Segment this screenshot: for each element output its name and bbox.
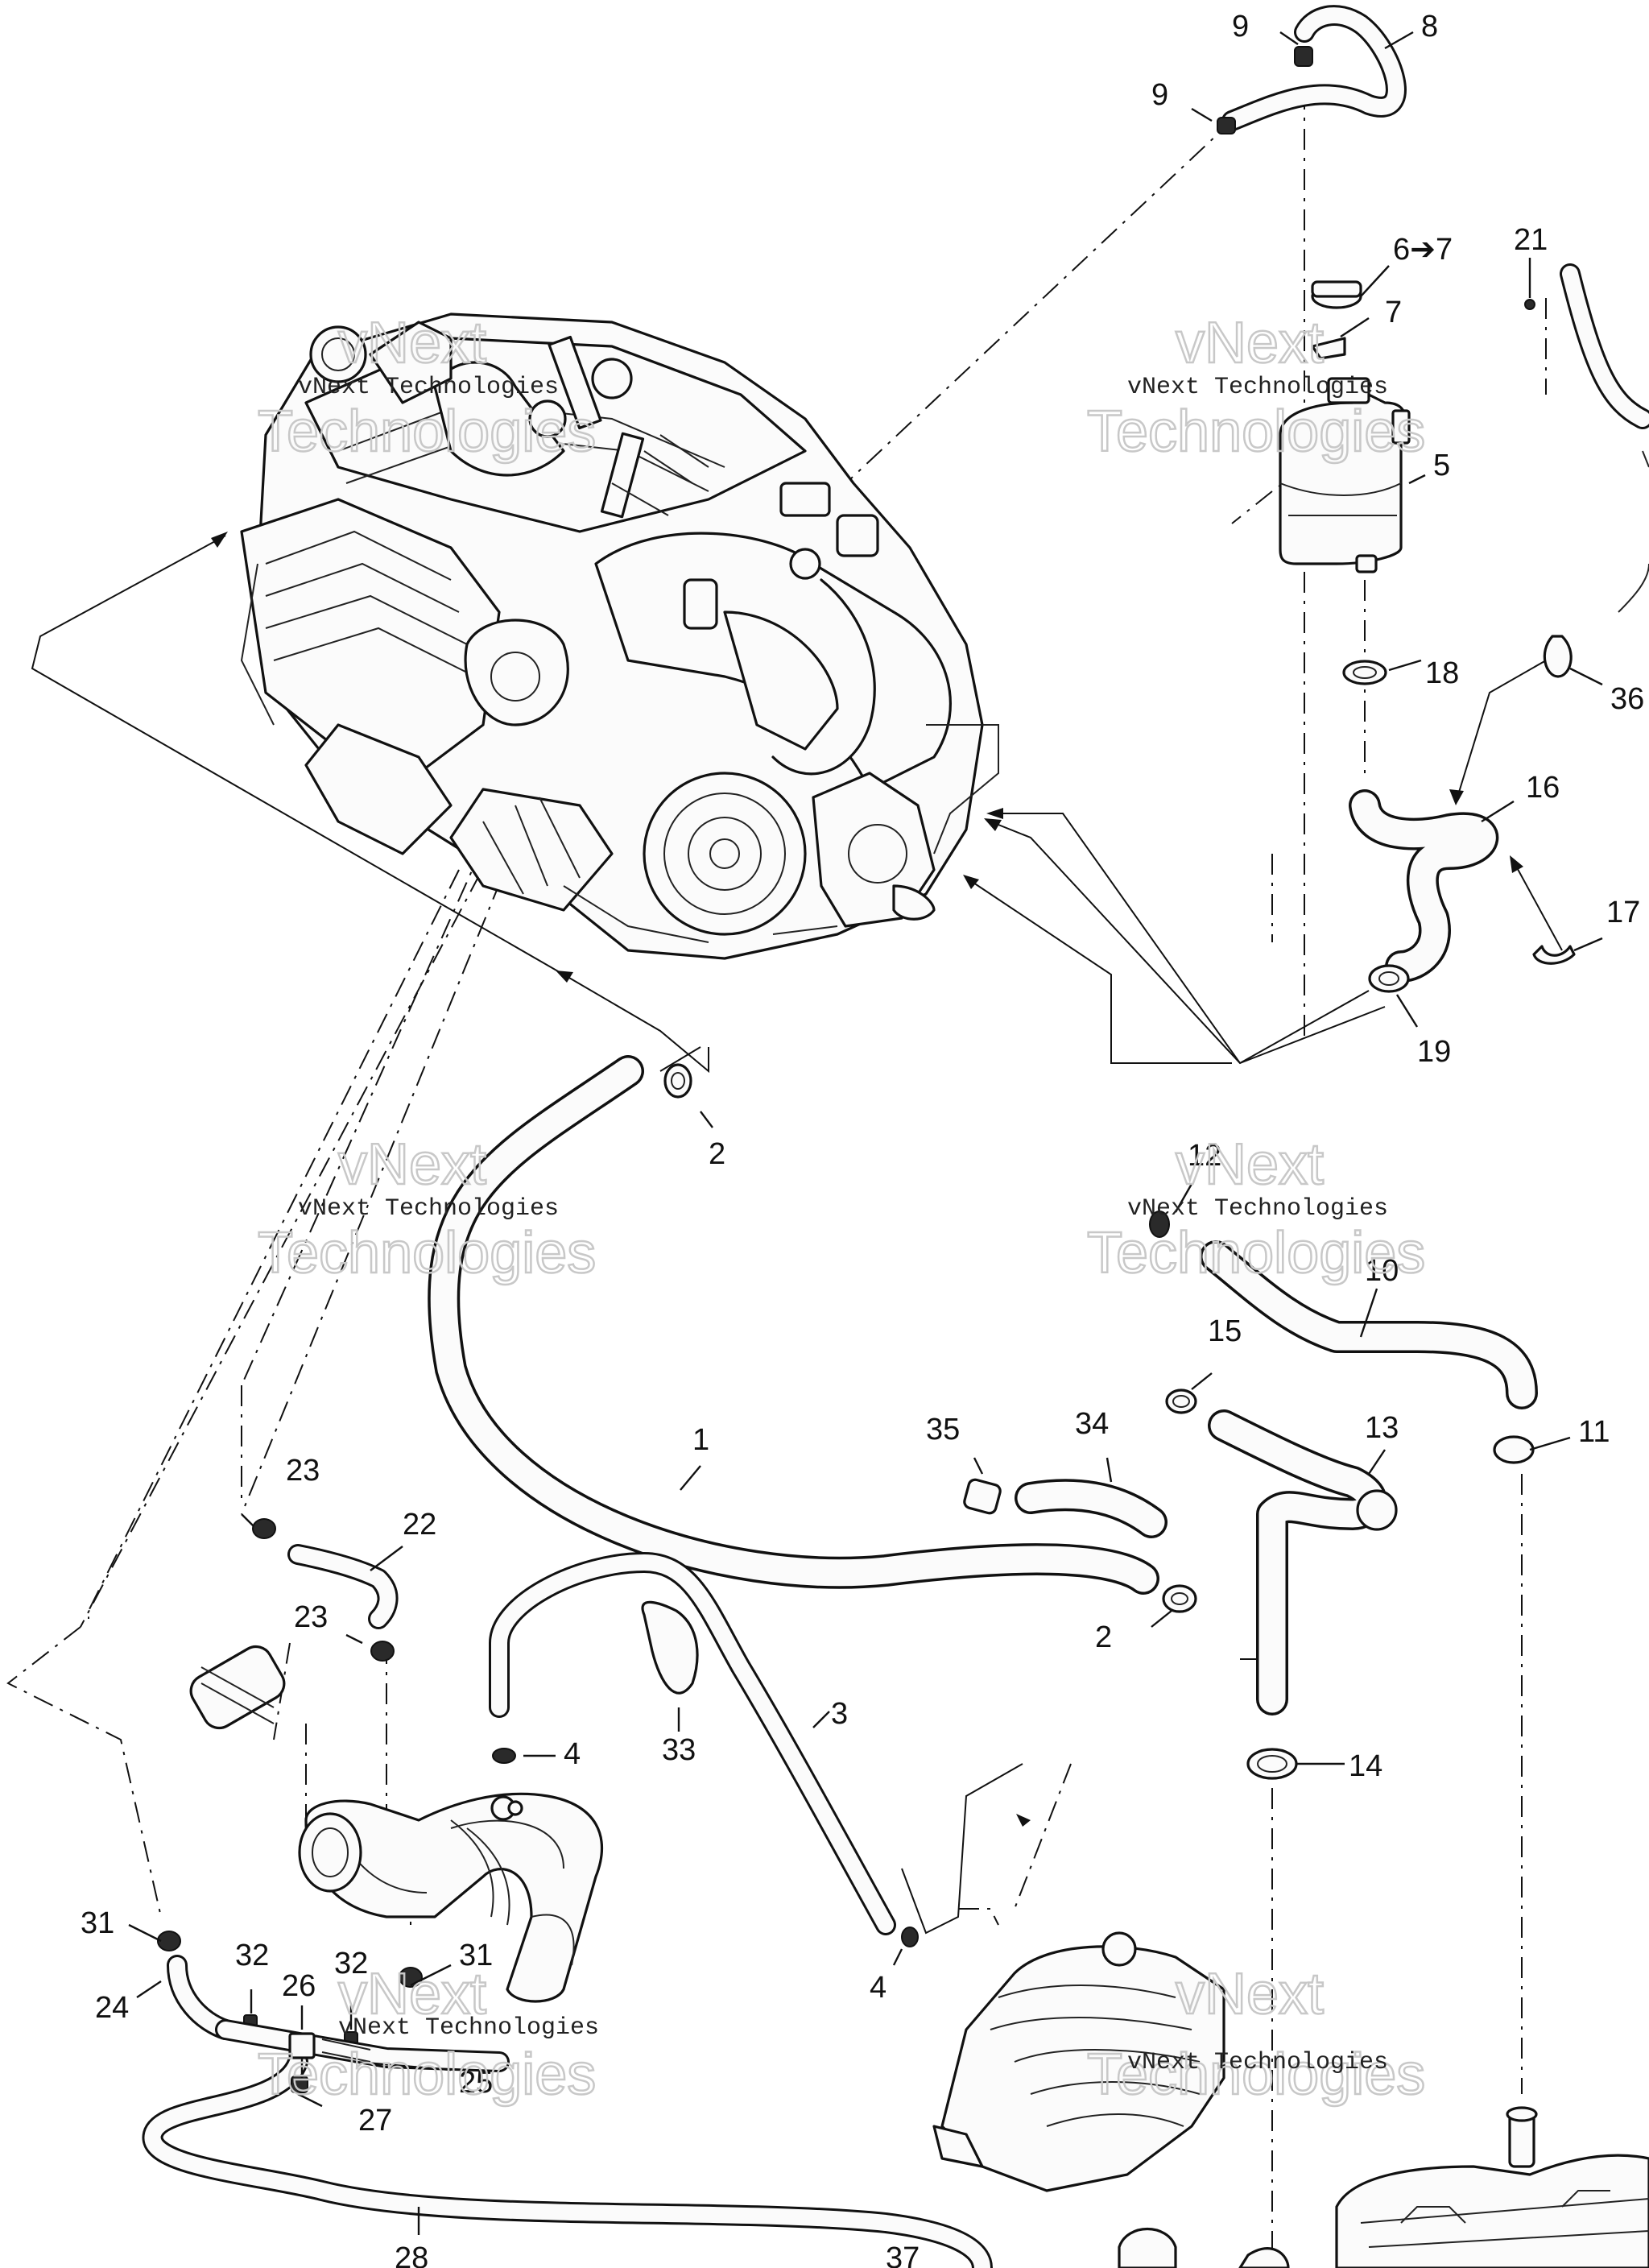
callout-36: 36	[1610, 682, 1644, 716]
callout-labels: 1 2 2 3 4 4 5 6➔7 7 8 9 9 10 11 12 13 14…	[81, 10, 1644, 2268]
hose-28	[142, 2051, 993, 2268]
callout-28: 28	[395, 2241, 428, 2268]
callout-21: 21	[1514, 223, 1548, 257]
callout-18: 18	[1425, 656, 1459, 690]
callout-33: 33	[662, 1733, 696, 1767]
watermark-small-1: vNext Technologies	[298, 374, 559, 401]
watermark-small-2: vNext Technologies	[1127, 374, 1388, 401]
watermark-big-top-2: vNext	[1176, 311, 1324, 375]
sleeve-35	[963, 1478, 1002, 1515]
engine-assembly	[240, 312, 999, 960]
watermark-small-6: vNext Technologies	[1127, 2049, 1388, 2076]
watermark-big-bottom-1: Technologies	[258, 399, 596, 464]
muffler-assembly	[932, 1931, 1225, 2268]
callout-3: 3	[831, 1697, 848, 1731]
hose-24	[167, 1955, 236, 2040]
callout-2-bottom: 2	[1095, 1620, 1112, 1654]
watermark-big-bottom-5: Technologies	[258, 2042, 596, 2107]
watermark-small-3: vNext Technologies	[298, 1195, 559, 1223]
hose-10	[1200, 1240, 1538, 1409]
callout-23-top: 23	[286, 1454, 320, 1488]
callout-34: 34	[1075, 1407, 1109, 1441]
callout-24: 24	[95, 1991, 129, 2025]
hose-right-top	[1560, 263, 1649, 613]
watermark-big-bottom-6: Technologies	[1087, 2042, 1425, 2107]
callout-9-left: 9	[1151, 78, 1168, 112]
hose-22	[287, 1544, 399, 1629]
watermark-big-top-5: vNext	[338, 1962, 486, 2026]
callout-7: 7	[1385, 296, 1402, 329]
hull-section	[1238, 2106, 1649, 2268]
tee-fitting	[215, 2019, 510, 2078]
exhaust-pipe-assembly	[189, 1645, 604, 2003]
callout-13: 13	[1365, 1411, 1399, 1445]
callout-22: 22	[403, 1508, 436, 1542]
callout-25: 25	[459, 2066, 493, 2100]
callout-27: 27	[358, 2104, 392, 2138]
hose-16	[1349, 789, 1499, 983]
callout-23-bottom: 23	[294, 1600, 328, 1634]
callout-11: 11	[1578, 1415, 1610, 1449]
hose-3	[489, 1552, 896, 1935]
reservoir-cap	[1311, 280, 1362, 309]
callout-9-top: 9	[1232, 10, 1249, 43]
watermark-big-bottom-2: Technologies	[1087, 399, 1425, 464]
callout-31-left: 31	[81, 1906, 114, 1940]
callout-19: 19	[1417, 1035, 1451, 1069]
callout-32-left: 32	[235, 1939, 269, 1972]
callout-16: 16	[1526, 771, 1560, 805]
callout-1: 1	[692, 1423, 709, 1457]
callout-5: 5	[1433, 449, 1450, 482]
watermark-big-top-4: vNext	[1176, 1132, 1324, 1197]
cap-gasket	[1311, 337, 1346, 360]
hose-34	[1015, 1479, 1168, 1538]
callout-4-bottom: 4	[870, 1971, 886, 2005]
callout-37: 37	[886, 2241, 920, 2268]
hose-1	[428, 1055, 1159, 1595]
coolant-reservoir	[1279, 377, 1411, 573]
callout-2-top: 2	[709, 1137, 725, 1171]
watermark-big-bottom-4: Technologies	[1087, 1221, 1425, 1285]
callout-6-7: 6➔7	[1393, 233, 1453, 267]
watermark-small-5: vNext Technologies	[338, 2014, 599, 2042]
callout-4-top: 4	[564, 1737, 581, 1771]
callout-15: 15	[1208, 1314, 1242, 1348]
callout-8: 8	[1421, 10, 1438, 43]
callout-17: 17	[1606, 896, 1640, 929]
hose-13	[1208, 1409, 1398, 1715]
watermark-big-top-6: vNext	[1176, 1962, 1324, 2026]
callout-32-right: 32	[334, 1947, 368, 1980]
callout-35: 35	[926, 1413, 960, 1446]
callout-31-right: 31	[459, 1939, 493, 1972]
watermark-big-top-1: vNext	[338, 311, 486, 375]
watermarks: vNext Technologies vNext Technologies vN…	[257, 310, 1427, 2109]
callout-26: 26	[282, 1969, 316, 2003]
flow-arrows	[31, 532, 1563, 1935]
callout-14: 14	[1349, 1749, 1382, 1783]
callout-leaders	[128, 31, 1603, 2235]
callout-12: 12	[1188, 1139, 1221, 1173]
callout-10: 10	[1365, 1254, 1399, 1288]
hose-8	[1221, 5, 1407, 131]
watermark-big-top-3: vNext	[338, 1132, 486, 1197]
watermark-big-bottom-3: Technologies	[258, 1221, 596, 1285]
watermark-small-4: vNext Technologies	[1127, 1195, 1388, 1223]
